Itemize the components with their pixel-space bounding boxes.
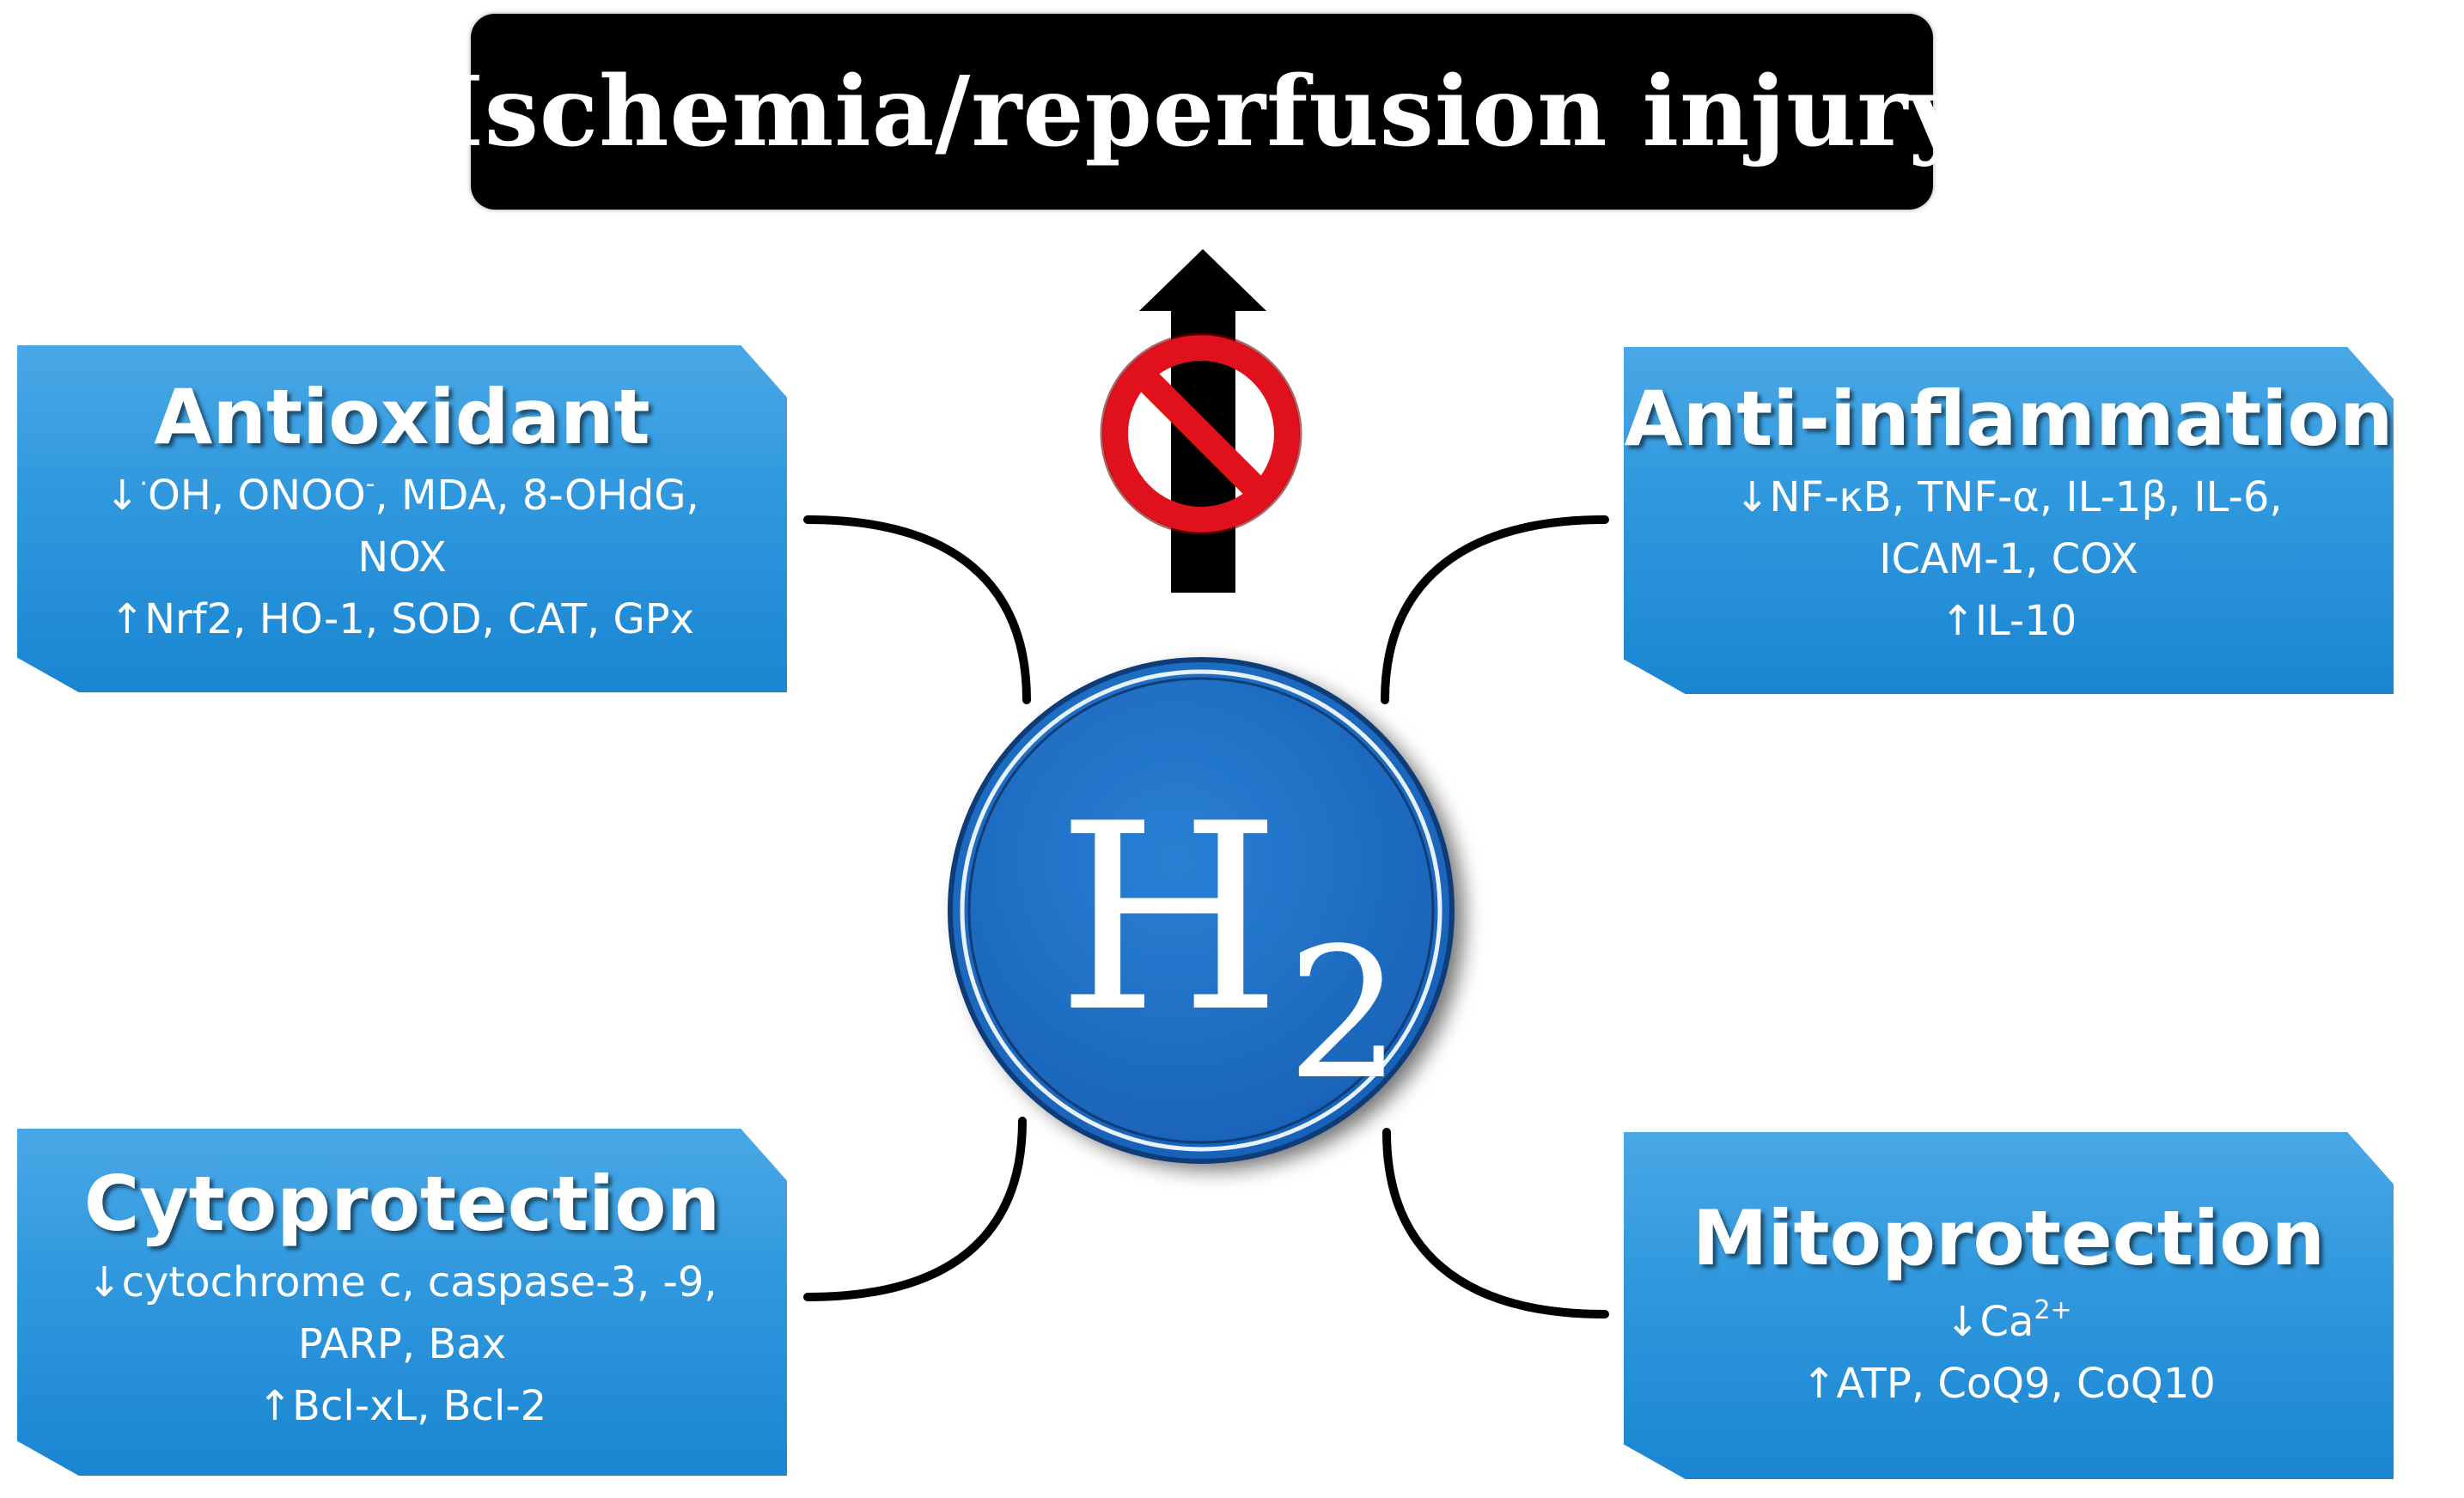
connector-anti-inflammation [1381, 515, 1609, 704]
antioxidant-line-1: ↓·OH, ONOO-, MDA, 8-OHdG, [17, 465, 787, 527]
anti-inflammation-line-1: ↓NF-κB, TNF-α, IL-1β, IL-6, [1735, 472, 2283, 521]
cytoprotection-line-2: PARP, Bax [297, 1319, 507, 1368]
title-banner: Ischemia/reperfusion injury [438, 14, 1965, 210]
anti-inflammation-line-3: ↑IL-10 [1940, 596, 2077, 645]
h2-subscript: 2 [1286, 909, 1402, 1119]
cytoprotection-line-3: ↑Bcl-xL, Bcl-2 [257, 1381, 547, 1430]
antioxidant-line-3: ↑Nrf2, HO-1, SOD, CAT, GPx [109, 594, 695, 643]
mitoprotection-line-1: ↓Ca2+ [1624, 1291, 2394, 1353]
connector-mitoprotection [1382, 1128, 1609, 1318]
mitoprotection-line-2: ↑ATP, CoQ9, CoQ10 [1802, 1359, 2216, 1408]
antioxidant-superscript: - [365, 468, 375, 499]
antioxidant-line-2: NOX [357, 533, 447, 582]
cytoprotection-line-1: ↓cytochrome c, caspase-3, -9, [87, 1257, 717, 1306]
mitoprotection-line-1-text: ↓Ca [1945, 1297, 2034, 1346]
down-arrow-glyph: ↓ [105, 471, 140, 520]
panel-heading-anti-inflammation: Anti-inflammation [1624, 374, 2394, 463]
calcium-superscript: 2+ [2034, 1294, 2072, 1325]
h2-circle [948, 657, 1455, 1164]
antioxidant-line-1-a: OH, ONOO [147, 471, 366, 520]
no-entry-icon [1100, 332, 1302, 535]
anti-inflammation-line-2: ICAM-1, COX [1879, 534, 2138, 583]
panel-antioxidant: Antioxidant ↓·OH, ONOO-, MDA, 8-OHdG, NO… [17, 345, 787, 692]
panel-cytoprotection: Cytoprotection ↓cytochrome c, caspase-3,… [17, 1129, 787, 1476]
panel-heading-mitoprotection: Mitoprotection [1692, 1194, 2326, 1282]
h2-label: H2 [1057, 790, 1401, 1120]
panel-heading-cytoprotection: Cytoprotection [83, 1160, 721, 1248]
panel-anti-inflammation: Anti-inflammation ↓NF-κB, TNF-α, IL-1β, … [1624, 347, 2394, 694]
connector-cytoprotection [803, 1117, 1027, 1301]
antioxidant-line-1-b: , MDA, 8-OHdG, [375, 471, 699, 520]
panel-mitoprotection: Mitoprotection ↓Ca2+ ↑ATP, CoQ9, CoQ10 [1624, 1132, 2394, 1479]
connector-antioxidant [803, 515, 1031, 704]
diagram-title: Ischemia/reperfusion injury [438, 55, 1966, 168]
panel-heading-antioxidant: Antioxidant [154, 373, 650, 461]
h2-element: H [1057, 769, 1282, 1069]
radical-dot: · [139, 468, 148, 499]
